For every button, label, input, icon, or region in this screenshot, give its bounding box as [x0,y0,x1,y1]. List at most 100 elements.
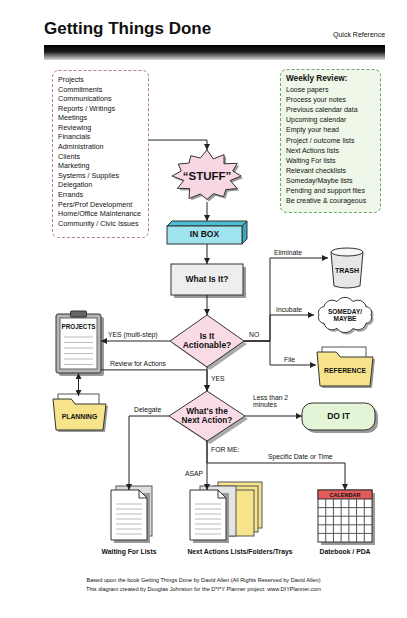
process-box: What Is It? [171,264,243,295]
decision-diamond: Is It Actionable? [170,315,244,367]
page-rule [195,514,221,515]
node-text: Pending and support files [286,186,381,196]
edge-label: Incubate [276,306,302,313]
box-face [302,403,375,430]
review-box: Weekly Review:Loose papersProcess your n… [280,69,381,213]
flow-connector [207,295,208,315]
node-text: Loose papers [286,85,381,95]
page-fold [218,490,226,498]
header-bar [44,45,385,60]
inbox-top [167,221,247,226]
paper-rule [64,364,93,365]
node-text: IN BOX [167,230,242,239]
page-rule [195,509,221,510]
document-icon: Waiting For Lists [94,490,164,560]
node-text: Process your notes [286,95,381,105]
list-heading: Weekly Review: [286,73,381,85]
edge-label: Less than 2 minutes [253,394,301,409]
node-text: Administration [58,142,149,152]
do-it-box: DO IT [302,403,375,430]
box-face [171,264,243,295]
page-sheet [111,490,147,540]
diamond-face [170,315,244,367]
flow-connector [244,341,316,365]
trash-rim [331,248,363,256]
page-rule [195,519,221,520]
tray-stack: Next Actions Lists/Folders/Trays [180,490,300,560]
paper-rule [64,348,93,349]
calendar-grid [364,499,365,542]
dashed-border [53,71,149,238]
flow-connector [207,367,208,391]
node-text: Previous calendar data [286,105,381,115]
inbox-front [167,226,242,244]
projects-clipboard: PROJECTS [56,311,101,373]
node-text: REFERENCE [316,367,374,374]
flow-connector [101,341,170,342]
node-text: Upcoming calendar [286,115,381,125]
note-label: NO [249,331,259,338]
edge-label: YES (multi-step) [108,331,157,338]
dashed-border [281,70,381,213]
node-text: Datebook / PDA [302,548,388,555]
node-text: DO IT [302,412,375,421]
page-rule [116,504,142,505]
node-text: Next Actions Lists/Folders/Trays [170,548,310,555]
note-label: This diagram created by Douglas Johnston… [0,586,407,592]
diamond-face [169,391,245,441]
node-text: Meetings [58,113,149,123]
node-text: SOMEDAY/ MAYBE [324,308,366,322]
node-text: Financials [58,132,149,142]
note-label: Quick Reference [333,31,385,39]
page-rule [116,514,142,515]
page-sheet [190,490,226,540]
node-text: What's the Next Action? [181,407,233,425]
node-text: Clients [58,152,149,162]
inbox-tray: IN BOX [167,221,247,244]
node-text: Waiting For Lists [89,548,169,555]
cloud-outline [318,297,371,332]
node-text: What Is It? [171,275,243,284]
node-text: Marketing [58,161,149,171]
node-text: Commitments [58,85,149,95]
page-rule [116,529,142,530]
edge-label: Specific Date or Time [268,453,333,460]
edge-label: File [284,356,295,363]
calendar-grid [318,507,372,508]
flow-connector [207,202,208,221]
node-shape [56,311,101,373]
edge-label: YES [211,375,225,382]
edge-label: Delegate [134,406,161,413]
calendar-page [318,490,372,542]
flow-connector [101,370,207,391]
calendar-grid [356,499,357,542]
note-label: FOR ME: [211,446,239,453]
page-rule [116,519,142,520]
edge-label: Eliminate [274,249,302,256]
node-text: Be creative & courageous [286,196,381,206]
someday-cloud: SOMEDAY/ MAYBE [314,296,376,334]
flow-connector [207,441,208,490]
edge-label: Review for Actions [110,360,166,367]
folder-body [53,399,106,430]
paper-rule [64,342,93,343]
node-text: Waiting For lists [286,156,381,166]
inbox-side [242,221,247,244]
flow-connector [78,373,79,396]
node-text: Systems / Supplies [58,171,149,181]
planning-folder: PLANNING [52,396,107,431]
node-text: Empty your head [286,125,381,135]
page-rule [195,524,221,525]
title-text: Getting Things Done [44,20,211,39]
node-text: Communications [58,94,149,104]
node-text: Is It Actionable? [179,332,235,351]
node-text: Reviewing [58,123,149,133]
calendar-grid [318,516,372,517]
clipboard-clip [71,311,87,317]
page-rule [116,509,142,510]
node-text: Reports / Writings [58,104,149,114]
node-text: PLANNING [52,413,107,420]
node-text: Next Actions lists [286,146,381,156]
